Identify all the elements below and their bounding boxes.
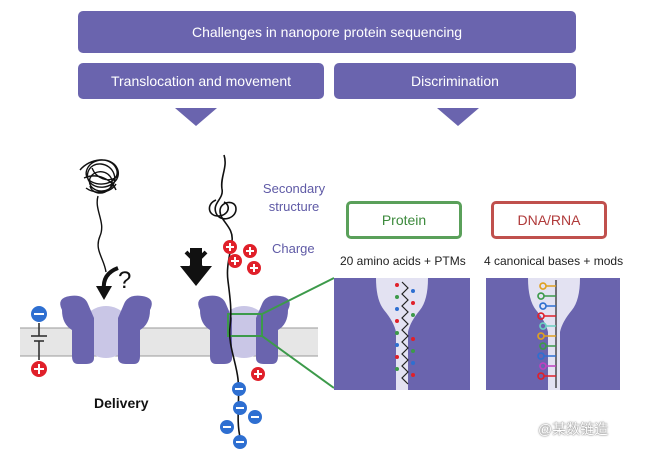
blocked-arrow [180, 248, 212, 286]
zoom-lines [261, 277, 335, 389]
block-cross-icon [184, 250, 208, 274]
protein-pore-zoom [334, 278, 470, 390]
dna-rna-box: DNA/RNA [491, 201, 607, 239]
title-text: Challenges in nanopore protein sequencin… [191, 24, 463, 40]
positive-charge-left [31, 361, 47, 377]
nanopore-left [60, 295, 152, 364]
protein-title: Protein [381, 212, 427, 228]
protein-caption: 20 amino acids + PTMs [340, 254, 466, 268]
down-arrow-left [175, 108, 217, 126]
down-arrow-right [437, 108, 479, 126]
dna-rna-title: DNA/RNA [517, 212, 581, 228]
charge-label: Charge [272, 241, 315, 256]
protein-box: Protein [346, 201, 462, 239]
translocating-strand [208, 154, 241, 438]
dna-pore-zoom [486, 278, 620, 390]
discrimination-banner: Discrimination [334, 63, 576, 99]
secondary-structure-label: Secondary structure [262, 181, 326, 214]
negative-charge-left [31, 306, 47, 322]
title-banner: Challenges in nanopore protein sequencin… [78, 11, 576, 53]
tangled-protein-left [79, 159, 120, 273]
discrimination-text: Discrimination [411, 73, 499, 89]
delivery-label: Delivery [94, 395, 149, 411]
positive-charges [223, 240, 265, 381]
negative-charges [220, 382, 262, 449]
watermark: @某数链造 [538, 421, 609, 437]
question-mark: ? [118, 267, 131, 294]
dna-rna-caption: 4 canonical bases + mods [484, 254, 624, 268]
translocation-banner: Translocation and movement [78, 63, 324, 99]
voltage-symbol [31, 323, 47, 360]
translocation-text: Translocation and movement [110, 73, 292, 89]
